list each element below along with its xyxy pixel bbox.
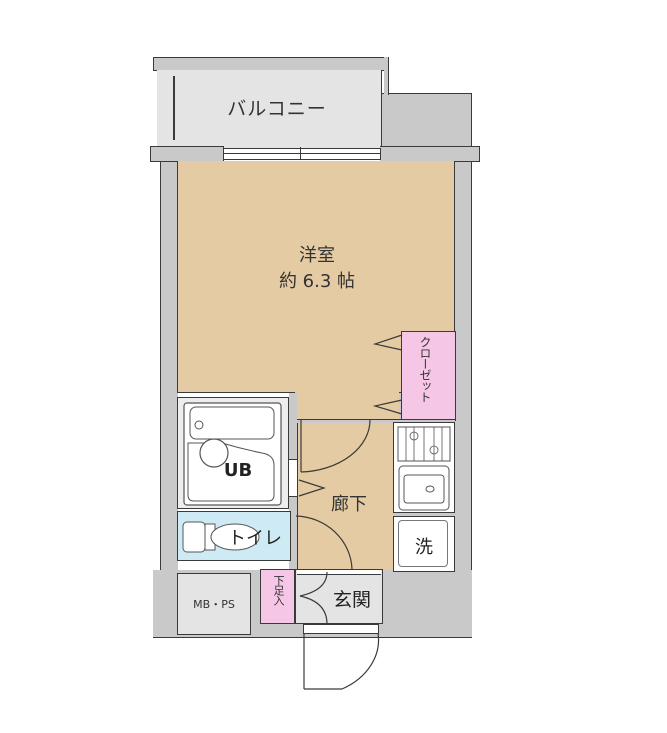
- front-door-frame[interactable]: [303, 624, 379, 634]
- main-room-size: 約 6.3 帖: [278, 271, 356, 292]
- closet: クローゼット: [401, 331, 456, 421]
- toilet-door-icon: [295, 515, 353, 570]
- entrance: 玄関: [295, 569, 383, 624]
- toilet: トイレ: [177, 511, 291, 561]
- sink-icon: [398, 465, 450, 511]
- laundry: 洗: [393, 516, 455, 572]
- bathtub-icon: [183, 402, 282, 506]
- shoe-box: 下足入: [260, 569, 295, 624]
- meter-box-label: MB・PS: [193, 598, 235, 611]
- balcony-rail: [153, 57, 387, 71]
- balcony-window[interactable]: [223, 147, 381, 160]
- meter-box: MB・PS: [177, 573, 251, 635]
- hallway-label: 廊下: [331, 494, 367, 515]
- entrance-inner-door-icon: [299, 571, 328, 625]
- stove-icon: [397, 426, 451, 462]
- closet-door-icon: [372, 334, 403, 415]
- hallway-top-wall: [297, 419, 455, 423]
- top-wall-right: [380, 146, 480, 162]
- kitchen: [393, 422, 455, 514]
- front-door-icon[interactable]: [302, 632, 382, 693]
- closet-label: クローゼット: [418, 336, 432, 402]
- toilet-label: トイレ: [228, 528, 282, 549]
- balcony-label: バルコニー: [227, 98, 327, 120]
- balcony-rail-side: [384, 57, 389, 95]
- laundry-label: 洗: [415, 537, 433, 558]
- room-lower: [295, 390, 399, 422]
- balcony: バルコニー: [157, 70, 382, 148]
- top-wall-left: [150, 146, 224, 162]
- bath-label: UB: [223, 460, 253, 481]
- entrance-label: 玄関: [332, 589, 371, 611]
- toilet-icon: [182, 521, 260, 553]
- shoe-box-label: 下足入: [272, 575, 285, 605]
- outer-wall-left: [160, 148, 178, 634]
- unit-bath: UB: [177, 397, 289, 509]
- entrance-step: [297, 570, 381, 575]
- bath-door-icon: [298, 479, 326, 497]
- main-room-type: 洋室: [299, 245, 335, 266]
- room-door-icon: [300, 419, 371, 473]
